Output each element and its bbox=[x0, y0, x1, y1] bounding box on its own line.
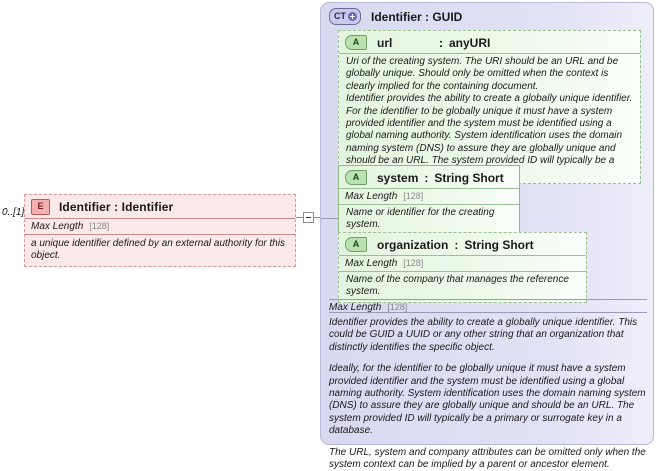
attribute-box-system[interactable]: A system : String Short Max Length[128] … bbox=[338, 165, 520, 236]
attribute-facet-value: [128] bbox=[403, 258, 424, 268]
attribute-facet-maxlength-organization: Max Length [128] bbox=[339, 255, 586, 271]
attribute-facet-label: Max Length bbox=[345, 191, 398, 202]
connector-line-left bbox=[296, 217, 303, 218]
attribute-documentation-organization: Name of the company that manages the ref… bbox=[339, 271, 586, 302]
attribute-icon: A bbox=[345, 170, 367, 185]
element-facet-value: [128] bbox=[89, 221, 110, 231]
complextype-documentation: Identifier provides the ability to creat… bbox=[329, 312, 647, 471]
complextype-title: Identifier : GUID bbox=[371, 9, 463, 24]
attribute-box-organization[interactable]: A organization : String Short Max Length… bbox=[338, 232, 587, 303]
element-documentation: a unique identifier defined by an extern… bbox=[25, 234, 295, 266]
collapse-toggle-icon[interactable] bbox=[303, 212, 314, 223]
cardinality-label: 0..[1] bbox=[2, 207, 25, 218]
attribute-facet-value: [128] bbox=[403, 191, 424, 201]
complextype-icon[interactable]: CT bbox=[329, 8, 361, 25]
expand-plus-icon[interactable] bbox=[348, 12, 357, 21]
element-facet-label: Max Length bbox=[31, 221, 84, 232]
attribute-header-organization: A organization : String Short bbox=[339, 233, 586, 255]
complextype-panel-guid[interactable]: CT Identifier : GUID A url : anyURI Uri … bbox=[320, 2, 654, 470]
complextype-header: CT Identifier : GUID bbox=[321, 3, 653, 29]
element-box-identifier[interactable]: E Identifier : Identifier Max Length [128… bbox=[24, 194, 296, 267]
complextype-facet-label: Max Length bbox=[329, 302, 382, 313]
attribute-type-system: String Short bbox=[434, 170, 504, 185]
element-facet-maxlength: Max Length [128] bbox=[25, 218, 295, 234]
tree-stub-to-trunk bbox=[321, 218, 346, 219]
attribute-name-system: system bbox=[377, 170, 419, 185]
attribute-documentation-url: Uri of the creating system. The URI shou… bbox=[339, 53, 640, 183]
attribute-separator: : bbox=[454, 237, 459, 252]
attribute-doc-paragraph: Name of the company that manages the ref… bbox=[346, 274, 569, 298]
element-title: Identifier : Identifier bbox=[59, 200, 174, 214]
attribute-doc-paragraph: Name or identifier for the creating syst… bbox=[346, 207, 495, 231]
complextype-doc-paragraph: Identifier provides the ability to creat… bbox=[329, 317, 638, 353]
attribute-header-system: A system : String Short bbox=[339, 166, 519, 188]
attribute-type-url: anyURI bbox=[449, 35, 491, 50]
attribute-type-organization: String Short bbox=[464, 237, 534, 252]
element-icon: E bbox=[31, 199, 50, 215]
complextype-icon-label: CT bbox=[334, 11, 346, 21]
complextype-doc-paragraph: The URL, system and company attributes c… bbox=[329, 446, 646, 471]
attribute-documentation-system: Name or identifier for the creating syst… bbox=[339, 204, 519, 235]
attribute-name-organization: organization bbox=[377, 237, 449, 252]
complextype-facet-maxlength: Max Length [128] bbox=[329, 299, 647, 313]
attribute-name-url: url bbox=[377, 35, 393, 50]
element-header: E Identifier : Identifier bbox=[25, 195, 295, 218]
attribute-header-url: A url : anyURI bbox=[339, 31, 640, 53]
attribute-doc-paragraph: Uri of the creating system. The URI shou… bbox=[346, 56, 619, 92]
attribute-separator: : bbox=[439, 35, 443, 50]
complextype-facet-value: [128] bbox=[387, 302, 408, 312]
attribute-box-url[interactable]: A url : anyURI Uri of the creating syste… bbox=[338, 30, 641, 185]
attribute-icon: A bbox=[345, 237, 367, 252]
attribute-separator: : bbox=[424, 170, 429, 185]
complextype-doc-paragraph: Ideally, for the identifier to be global… bbox=[329, 363, 646, 437]
attribute-icon: A bbox=[345, 35, 367, 50]
attribute-facet-label: Max Length bbox=[345, 258, 398, 269]
attribute-facet-maxlength-system: Max Length [128] bbox=[339, 188, 519, 204]
